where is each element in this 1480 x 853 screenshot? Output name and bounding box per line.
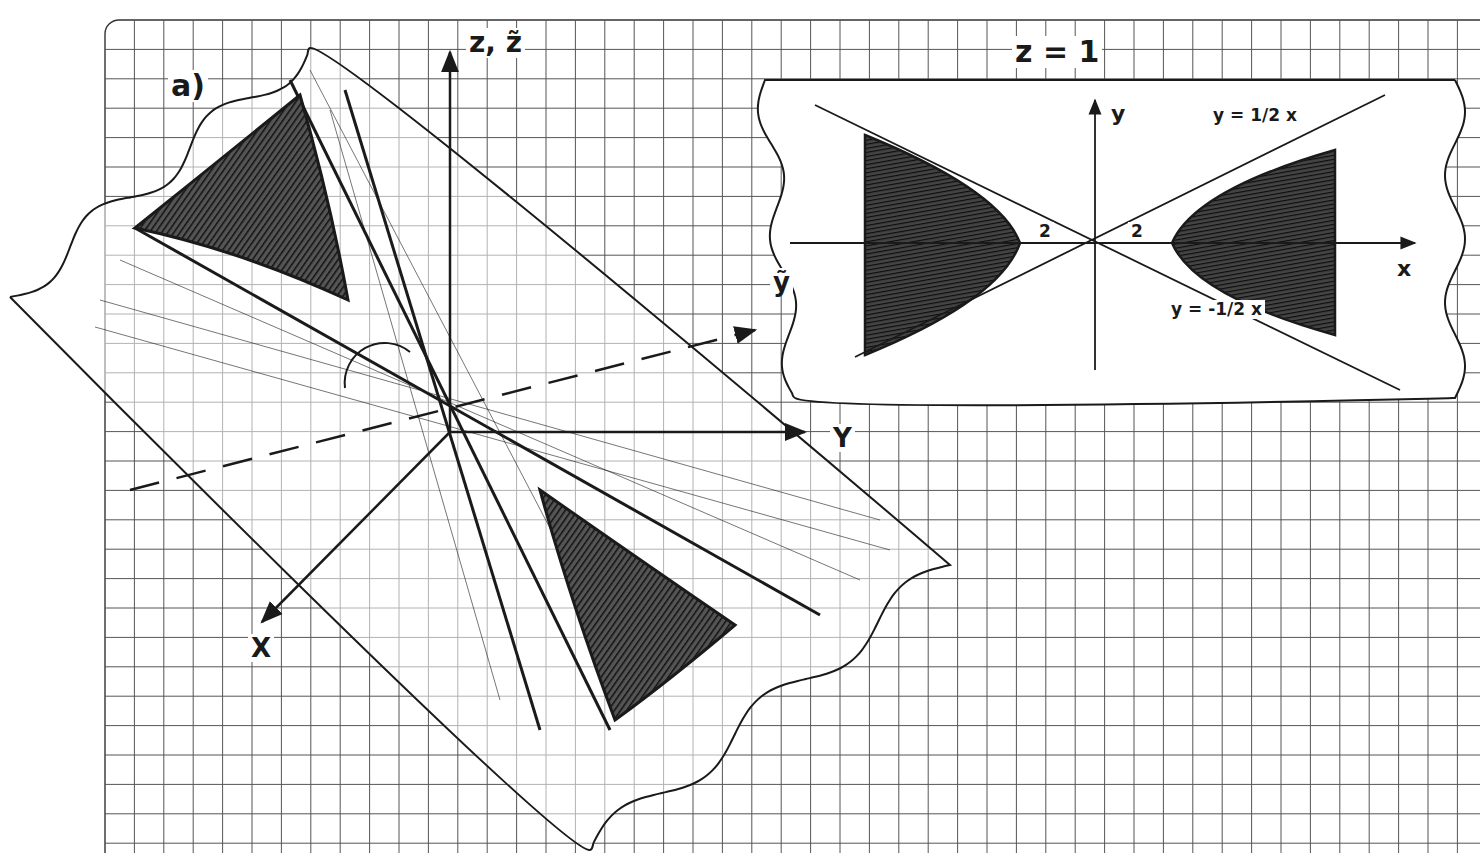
inset-frame [758,80,1465,405]
cone-line [100,300,880,520]
cone-line [345,90,540,730]
axis-label: Y [830,424,855,452]
axis [262,432,450,622]
axis-label: y = 1/2 x [1210,106,1300,125]
axis-label: y = -1/2 x [1168,300,1265,319]
axis [130,330,755,490]
shaded-region [540,490,735,720]
axis-label: x [1394,257,1414,281]
section-inset [758,80,1465,405]
cone-line [330,110,500,700]
axis-label: X [248,634,274,662]
axis-label: z, z̃ [466,28,525,58]
axis [1094,100,1096,370]
axis-label: y [1108,102,1128,126]
axis-label: 2 [1036,222,1054,241]
axis-label: 2 [1128,222,1146,241]
axis-label: ỹ [770,268,793,296]
axis [790,242,1060,244]
axis [449,52,452,432]
asymptote [855,95,1385,357]
angle-arc [345,343,410,388]
asymptote [815,105,1400,390]
cone-line [135,228,820,615]
shaded-region [135,95,348,300]
axis [1060,242,1415,244]
axis-label: a) [168,70,208,102]
cone-line [95,327,890,550]
cone-line [120,260,860,580]
axis [450,431,805,434]
axis-label: z = 1 [1012,36,1102,68]
